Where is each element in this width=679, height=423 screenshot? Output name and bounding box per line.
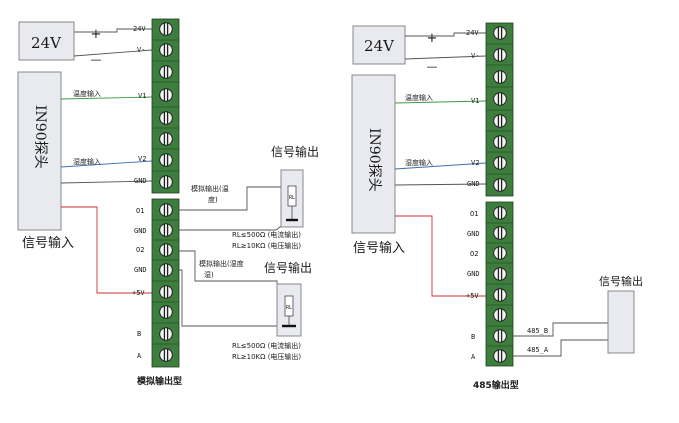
wire-24v [74, 28, 152, 33]
wire-gnd-out-2 [179, 269, 277, 327]
terminal-a-label: A [137, 352, 142, 360]
analog-humid-label-2: 湿) [204, 270, 214, 279]
rs485-output-diagram: 24V + — IN90探头 信号输入 [351, 22, 643, 391]
terminal-block-lower [151, 198, 180, 368]
signal-output-label-1: 信号输出 [271, 144, 319, 159]
rl-note-2b: RL≥10KΩ (电压输出) [232, 352, 301, 361]
wire-humidity-r [394, 162, 487, 170]
humidity-input-label-r: 湿度输入 [405, 158, 433, 167]
resistor-label-1: RL [289, 195, 295, 201]
power-supply-box-r [352, 25, 406, 65]
wire-gnd-r [394, 183, 487, 186]
terminal-b-label: B [137, 330, 141, 338]
terminal-block-upper-r [485, 22, 514, 197]
power-supply-box [18, 21, 75, 61]
probe-box-r [351, 74, 396, 234]
power-supply-label: 24V [31, 34, 62, 52]
rl-note-1b: RL≥10KΩ (电压输出) [232, 241, 301, 250]
analog-humid-label-1: 模拟输出(湿度 [199, 259, 244, 268]
wire-gnd [60, 180, 153, 184]
rl-note-2a: RL≤500Ω (电流输出) [232, 341, 301, 350]
temperature-input-label: 温度输入 [73, 89, 101, 98]
terminal-gnd2-label-r: GND [467, 230, 480, 238]
analog-temp-label-2: 度) [208, 195, 218, 204]
rs485-device-box [607, 290, 635, 354]
wire-5v-r [395, 215, 486, 297]
terminal-b-label-r: B [471, 333, 475, 341]
resistor-label-2: RL [286, 305, 292, 311]
wire-485-b [513, 322, 608, 337]
terminal-block-lower-r [485, 201, 514, 367]
analog-temp-label-1: 模拟输出(温 [191, 184, 229, 193]
line-485b-label: 485_B [527, 327, 548, 335]
signal-input-label-r: 信号输入 [353, 240, 405, 256]
wire-vminus-r [404, 55, 487, 60]
humidity-input-label: 湿度输入 [73, 157, 101, 166]
terminal-gnd2-label: GND [134, 227, 147, 235]
probe-label-r: IN90探头 [366, 128, 382, 192]
minus-sign: — [91, 53, 102, 66]
signal-output-label-r: 信号输出 [599, 274, 643, 288]
terminal-gnd-label-r: GND [467, 180, 480, 188]
terminal-o2-label-r: O2 [470, 250, 478, 258]
wire-o2-out [179, 250, 278, 300]
probe-label: IN90探头 [32, 105, 48, 169]
terminal-gnd3-label-r: GND [467, 270, 480, 278]
terminal-a-label-r: A [471, 353, 476, 361]
power-supply-label-r: 24V [364, 37, 395, 55]
wire-vminus [73, 49, 153, 57]
plus-sign: + [91, 27, 102, 42]
temperature-input-label-r: 温度输入 [405, 93, 433, 102]
terminal-5v-label-r: +5V [466, 292, 479, 300]
terminal-5v-label: +5V [132, 289, 145, 297]
wire-o1-out [179, 186, 288, 211]
signal-output-label-2: 信号输出 [264, 260, 312, 275]
signal-input-label: 信号输入 [22, 235, 74, 251]
wire-485-a [513, 339, 608, 357]
terminal-gnd3-label: GND [134, 266, 147, 274]
wire-24v-r [405, 32, 486, 37]
analog-output-diagram: 24V + — IN90探头 信号输入 [17, 18, 319, 387]
terminal-gnd-label: GND [134, 177, 147, 185]
terminal-o1-label: O1 [136, 207, 144, 215]
caption-analog: 模拟输出型 [137, 375, 182, 387]
wire-gnd-out-1 [179, 220, 289, 231]
probe-box [17, 71, 62, 231]
line-485a-label: 485_A [527, 346, 549, 354]
terminal-o2-label: O2 [136, 246, 144, 254]
terminal-vminus-label-r: V- [471, 52, 479, 60]
caption-485: 485输出型 [473, 379, 519, 391]
terminal-o1-label-r: O1 [470, 210, 478, 218]
wire-5v [61, 206, 152, 294]
terminal-vminus-label: V- [137, 46, 145, 54]
wire-temperature [60, 96, 153, 100]
plus-sign-r: + [427, 31, 438, 46]
wire-humidity [60, 160, 153, 168]
rl-note-1a: RL≤500Ω (电流输出) [232, 230, 301, 239]
terminal-24v-label-r: 24V [466, 29, 479, 37]
terminal-24v-label: 24V [133, 25, 146, 33]
terminal-v2-label-r: V2 [471, 159, 479, 167]
wire-temperature-r [394, 100, 487, 104]
terminal-v1-label: V1 [138, 92, 146, 100]
terminal-v1-label-r: V1 [471, 97, 479, 105]
terminal-v2-label: V2 [138, 155, 146, 163]
terminal-block-upper [151, 18, 180, 194]
minus-sign-r: — [427, 60, 438, 73]
